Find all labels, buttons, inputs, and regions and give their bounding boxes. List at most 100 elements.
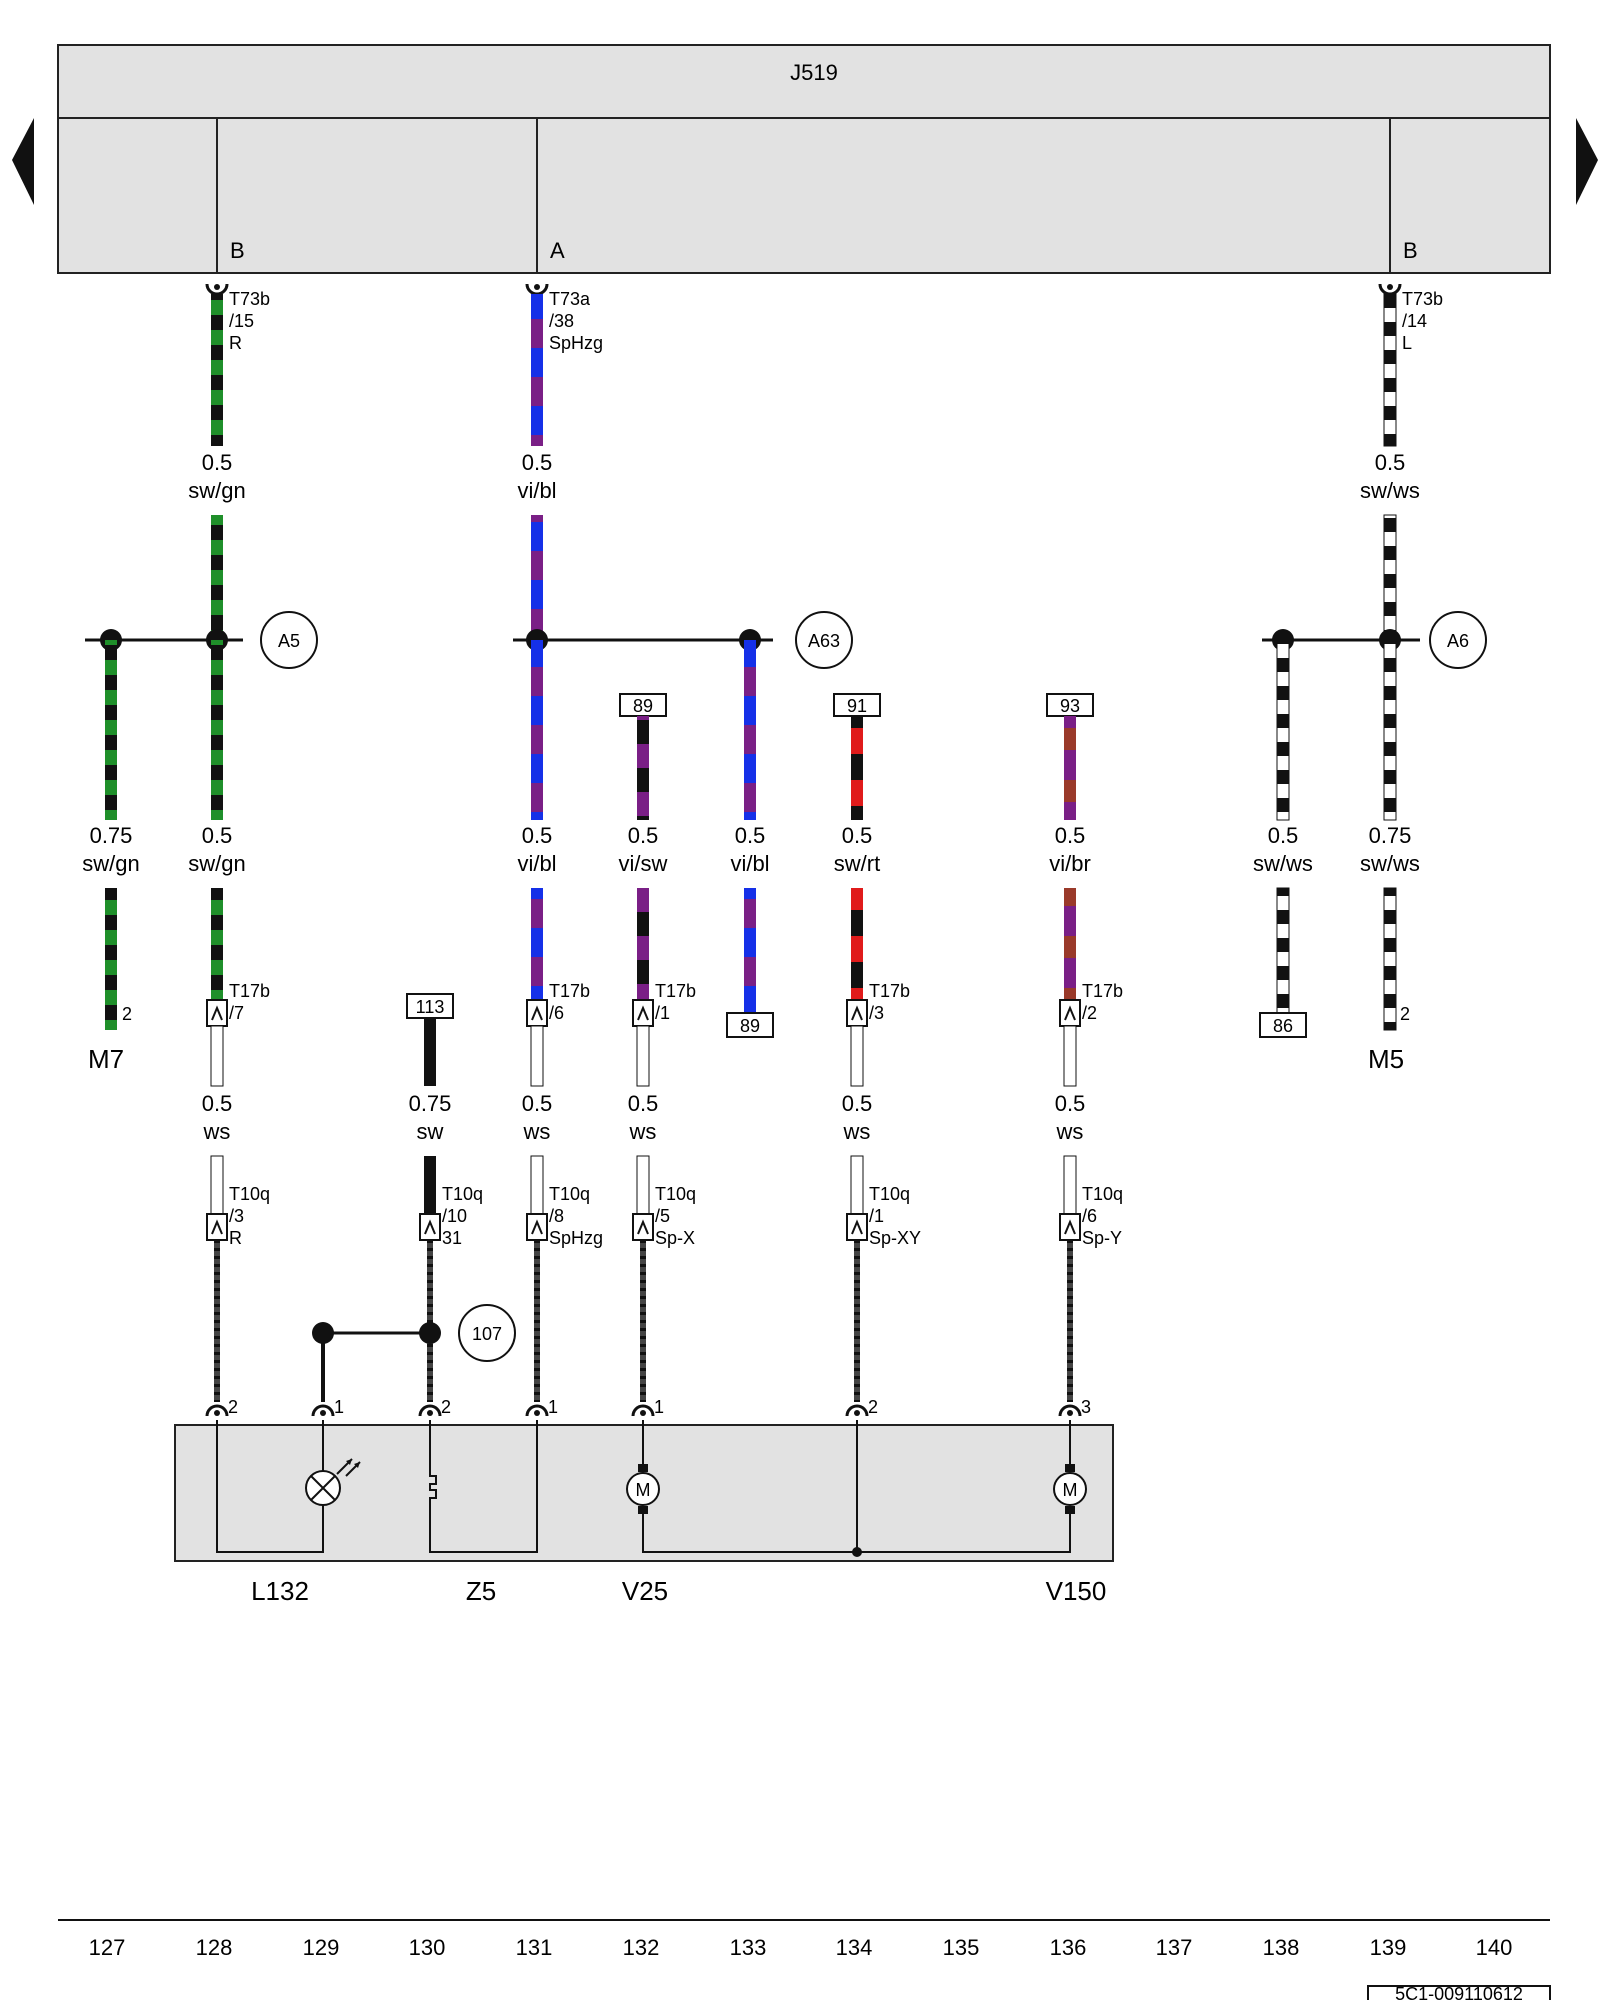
device-pin-2: 1 [334,1397,344,1417]
component-v25-label: V25 [622,1576,668,1606]
mid-wire-1-size: 0.75 [90,823,133,848]
twisted-wire-5 [854,1240,860,1402]
low-wire-5-size: 0.5 [842,1091,873,1116]
column-number: 132 [623,1935,660,1960]
device-connector-3 [418,1404,442,1417]
t10q-3-sig: SpHzg [549,1228,603,1248]
low-wire-5-color: ws [843,1119,871,1144]
t10q-6-name: T10q [1082,1184,1123,1204]
device-pin-7: 3 [1081,1397,1091,1417]
mid-wire-6-color: sw/rt [834,851,880,876]
column-number: 131 [516,1935,553,1960]
column-number: 135 [943,1935,980,1960]
mid-wire-2-color: sw/gn [188,851,245,876]
wire-sw-t10q-2 [424,1156,436,1214]
t17b-5-pin: /2 [1082,1003,1097,1023]
t10q-5-sig: Sp-XY [869,1228,921,1248]
t17b-4-name: T17b [869,981,910,1001]
top-connector-1 [205,283,229,296]
mid-wire-3-size: 0.5 [522,823,553,848]
wire-visw-lower [637,888,649,1000]
top-wire-2-size: 0.5 [522,450,553,475]
low-wire-6-size: 0.5 [1055,1091,1086,1116]
low-wire-4-color: ws [629,1119,657,1144]
wire-vibr-mid [1064,716,1076,820]
connector-t17b-1 [632,999,654,1027]
ref-box-113-label: 113 [416,997,445,1017]
t10q-3-name: T10q [549,1184,590,1204]
t10q-2-sig: 31 [442,1228,462,1248]
mid-wire-5-size: 0.5 [735,823,766,848]
wire-swgn-a5-in [211,515,223,640]
wire-vibl-89-lower [744,888,756,1013]
motor-v150-cap [1065,1506,1075,1514]
wire-ws-5 [1063,1025,1077,1087]
wire-swws-86-lower [1276,887,1290,1014]
top-pin-1-name: T73b [229,289,270,309]
mid-wire-4-color: vi/sw [619,851,668,876]
t10q-2-pin: /10 [442,1206,467,1226]
next-page-arrow-icon[interactable] [1576,118,1598,205]
prev-page-arrow-icon[interactable] [12,118,34,205]
wire-swgn-mid [211,640,223,820]
bus-letter-a: A [550,238,565,263]
device-connector-2 [311,1404,335,1417]
ground-pin-m5: 2 [1400,1004,1410,1024]
mid-wire-1-color: sw/gn [82,851,139,876]
wire-sw-113 [424,1018,436,1086]
component-l132-label: L132 [251,1576,309,1606]
t10q-6-sig: Sp-Y [1082,1228,1122,1248]
top-connector-2 [525,283,549,296]
twisted-wire-3 [534,1240,540,1402]
ref-box-86-label: 86 [1273,1016,1293,1036]
device-connector-6 [845,1404,869,1417]
low-wire-1-color: ws [203,1119,231,1144]
module-label: J519 [790,60,838,85]
t10q-2-name: T10q [442,1184,483,1204]
column-number: 138 [1263,1935,1300,1960]
connector-t10q-3 [206,1213,228,1241]
wire-swgn-lower [211,888,223,1000]
t17b-2-name: T17b [549,981,590,1001]
mid-wire-6-size: 0.5 [842,823,873,848]
motor-v25-symbol: M [636,1480,651,1500]
device-connector-1 [205,1404,229,1417]
junction-107-label: 107 [472,1324,502,1344]
wire-swrt-lower [851,888,863,1000]
junction-a6-label: A6 [1447,631,1469,651]
light-ray-tip-icon [346,1459,352,1465]
twisted-wire-1 [214,1240,220,1402]
device-pin-5: 1 [654,1397,664,1417]
mid-wire-7-size: 0.5 [1055,823,1086,848]
connector-t10q-8 [526,1213,548,1241]
wire-ws-2 [530,1025,544,1087]
mid-wire-8-size: 0.5 [1268,823,1299,848]
column-number: 136 [1050,1935,1087,1960]
junction-a63-label: A63 [808,631,840,651]
wire-swws-86-up [1276,639,1290,821]
t10q-1-pin: /3 [229,1206,244,1226]
wire-swws-top [1383,293,1397,447]
t10q-5-name: T10q [869,1184,910,1204]
t10q-5-pin: /1 [869,1206,884,1226]
module-j519-box [57,44,1551,274]
wire-ws-4 [850,1025,864,1087]
top-wire-1-size: 0.5 [202,450,233,475]
connector-t10q-1 [846,1213,868,1241]
column-number: 137 [1156,1935,1193,1960]
t10q-1-name: T10q [229,1184,270,1204]
mid-wire-4-size: 0.5 [628,823,659,848]
top-pin-1-number: /15 [229,311,254,331]
top-wire-2-color: vi/bl [517,478,556,503]
top-wire-3-size: 0.5 [1375,450,1406,475]
low-wire-2-size: 0.75 [409,1091,452,1116]
motor-v150-symbol: M [1063,1480,1078,1500]
light-ray-tip-icon [354,1462,360,1468]
junction-107-circle [458,1304,516,1362]
motor-v25-cap [638,1464,648,1472]
t17b-4-pin: /3 [869,1003,884,1023]
column-number: 139 [1370,1935,1407,1960]
connector-t10q-10 [419,1213,441,1241]
mid-wire-8-color: sw/ws [1253,851,1313,876]
